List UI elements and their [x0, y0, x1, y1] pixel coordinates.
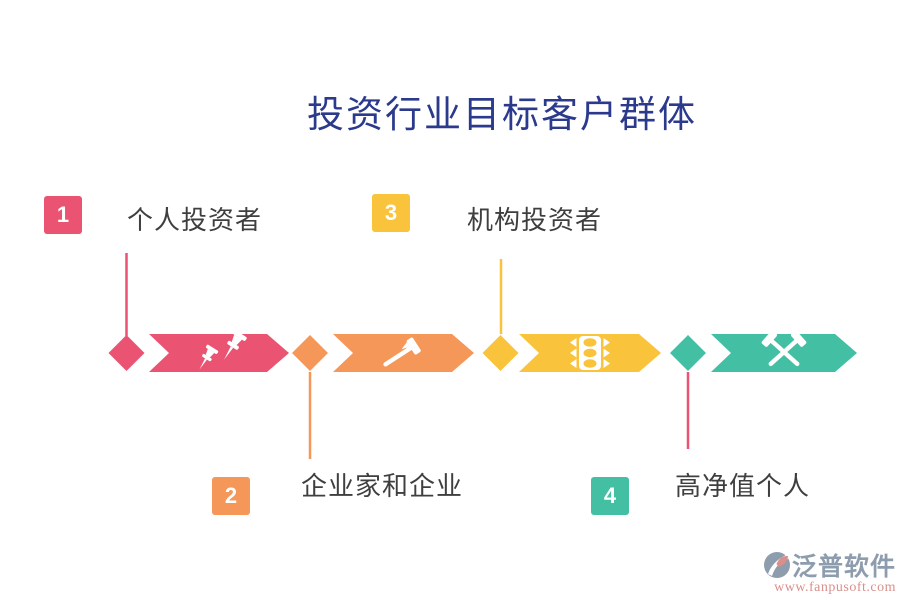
item-1-number: 1 [56, 202, 70, 227]
item-2-badge: 2 [212, 477, 250, 515]
diamond-marker-1 [108, 335, 145, 371]
diamond-marker-4 [670, 335, 706, 371]
crossed-hammers-icon [761, 330, 807, 367]
item-3-number: 3 [384, 200, 398, 225]
arrow-segment-2 [333, 334, 474, 372]
item-4-label: 高净值个人 [675, 472, 811, 501]
item-4-number: 4 [603, 483, 617, 508]
item-2-label: 企业家和企业 [301, 472, 464, 501]
item-4-badge: 4 [591, 477, 629, 515]
item-3-label: 机构投资者 [467, 206, 603, 235]
brand-url[interactable]: www.fanpusoft.com [774, 580, 896, 595]
arrow-segment-4 [711, 334, 857, 372]
brand-logo-icon [763, 552, 790, 578]
page-title: 投资行业目标客户群体 [307, 95, 697, 136]
item-1-badge: 1 [44, 196, 82, 234]
item-2-number: 2 [224, 483, 238, 508]
brand-name: 泛普软件 [791, 554, 896, 581]
pushpin-icon [193, 329, 248, 373]
item-3-badge: 3 [372, 194, 410, 232]
hammer-icon [383, 337, 421, 367]
item-1-label: 个人投资者 [127, 206, 263, 235]
arrow-segment-3 [519, 334, 661, 372]
traffic-light-icon [570, 336, 610, 370]
diamond-marker-2 [292, 335, 328, 371]
arrow-segment-1 [149, 334, 289, 372]
brand-watermark: 泛普软件 www.fanpusoft.com [740, 547, 896, 596]
diamond-marker-3 [482, 335, 519, 371]
